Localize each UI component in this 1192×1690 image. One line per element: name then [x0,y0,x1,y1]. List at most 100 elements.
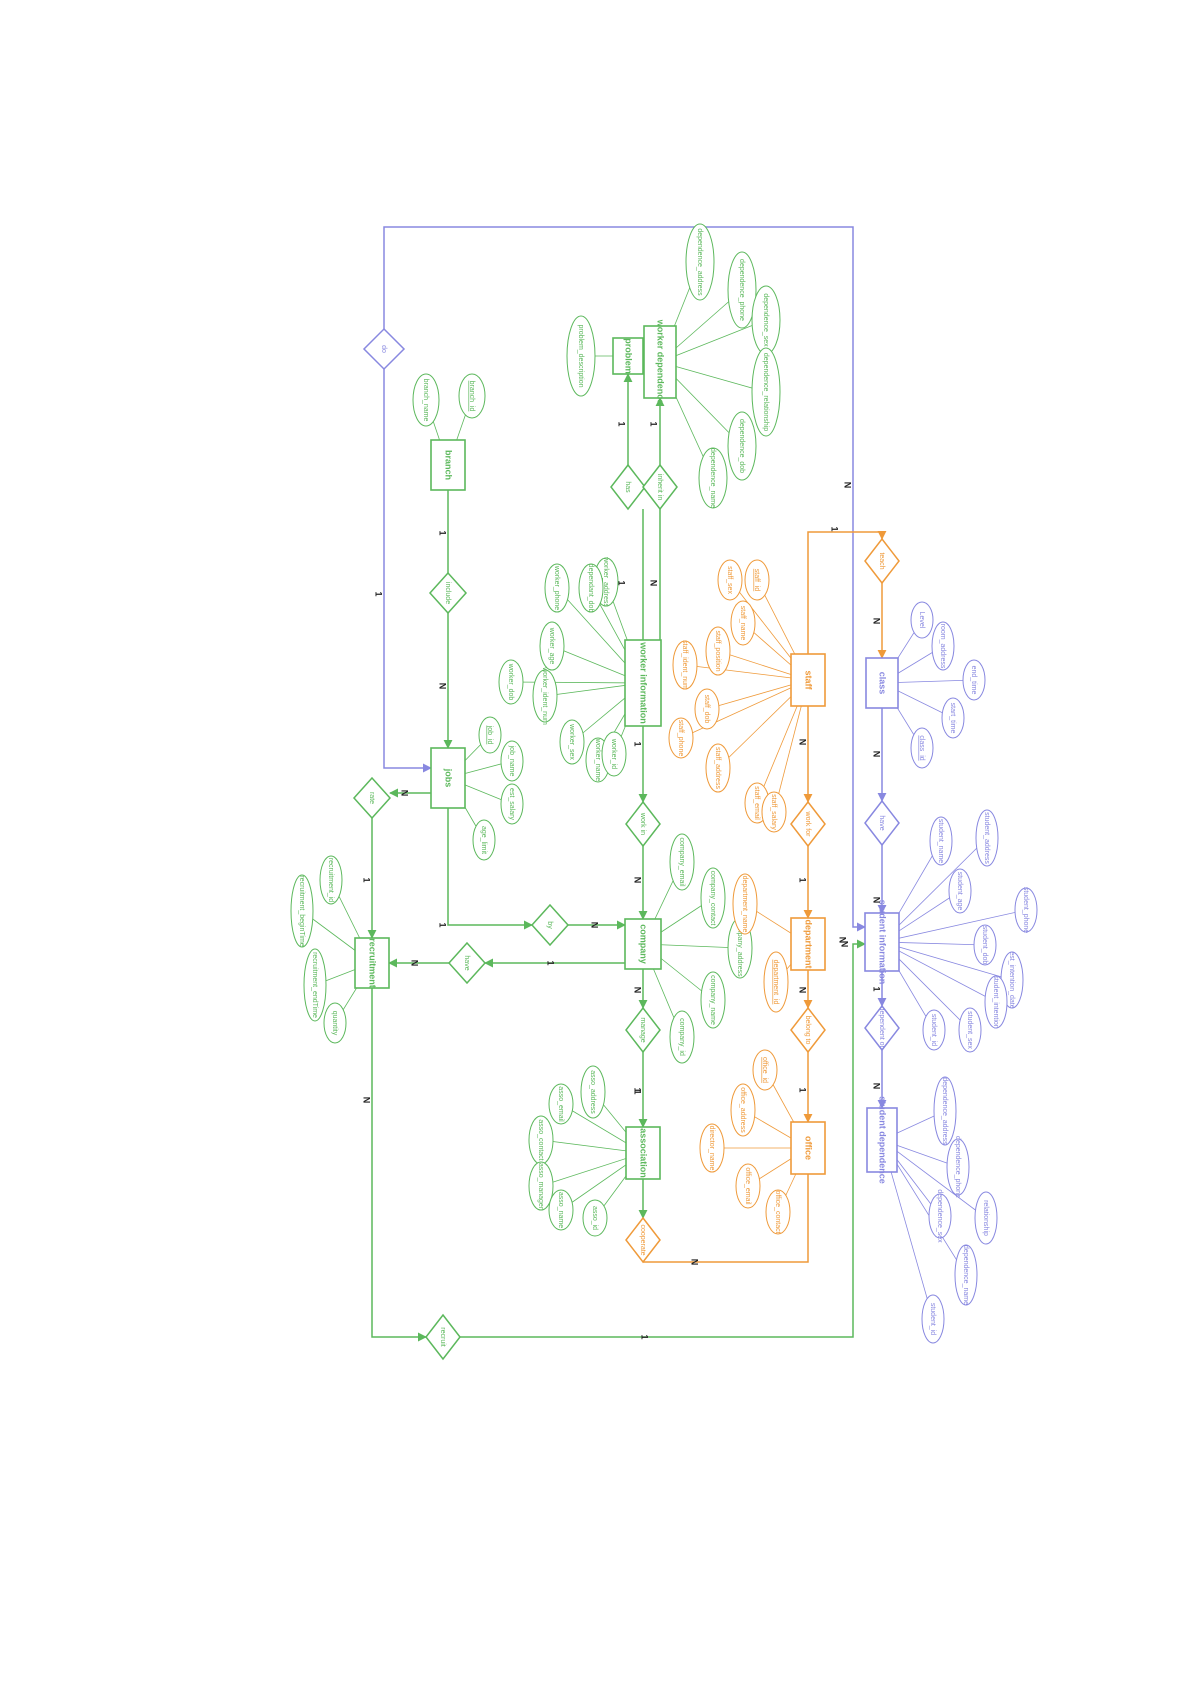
attribute-student-intention: student_intention [984,975,1008,1029]
connector-line [807,530,887,654]
attribute-class-id: class_id [910,727,934,769]
relationship-manage: manage [625,1006,661,1054]
relationship-include: include [428,571,468,615]
cardinality-label: 1 [798,877,808,882]
attribute-est-salary: est_salary [500,783,524,825]
entity-branch: branch [430,439,466,491]
attribute-label: worker_age [548,627,555,665]
entity-jobs: jobs [430,747,466,809]
entity-student-dependence: student dependence [866,1096,898,1184]
entity-label: office [804,1136,814,1160]
connector-line [383,369,432,773]
relationship-label: teach [878,552,885,569]
connector-line [447,808,533,930]
attribute-label: est_intention_date [1008,951,1015,1008]
cardinality-label: 1 [362,877,372,882]
relationship-label: work for [804,811,811,838]
cardinality-label: 1 [374,591,384,596]
relationship-label: by [546,921,553,929]
entity-label: student information [878,900,888,985]
attribute-label: student_id [930,1014,937,1046]
attribute-staff-address: staff_address [705,743,731,793]
attribute-dependence-address: dependence_address [933,1076,957,1146]
attribute-staff-position: staff_position [705,626,731,676]
entity-staff: staff [790,653,826,707]
attribute-label: director_name [708,1126,715,1171]
attribute-label: est_salary [508,788,515,820]
relationship-label: inherit in [656,474,663,501]
relationship-cooperate: cooperate [625,1216,661,1264]
attribute-student-name: student_name [929,816,953,866]
attribute-staff-sex: staff_sex [717,559,743,601]
attribute-connector [881,909,1027,943]
attribute-company-email: company_email [669,833,695,891]
attribute-worker-sex: worker_sex [559,719,585,765]
attribute-connector [684,664,809,681]
attribute-student-age: student_age [948,868,972,914]
cardinality-label: N [400,790,410,797]
attribute-label: dependence_address [941,1077,948,1145]
attribute-start-time: start_time [941,697,965,739]
attribute-branch-id: branch_id [458,373,486,419]
attribute-label: staff_sex [726,566,733,594]
entity-label: recruitment [368,938,378,988]
cardinality-label: N [590,922,600,929]
attribute-worker-id: worker_id [601,731,627,777]
attribute-label: quantity [331,1011,338,1036]
entity-label: worker dependence [656,319,666,405]
entity-label: association [639,1128,649,1178]
attribute-label: dependence_dob [738,419,745,473]
attribute-label: start_time [949,703,956,734]
connector-line [371,988,427,1342]
attribute-label: department_id [772,960,779,1005]
cardinality-label: N [872,618,882,625]
relationship-dependent-on: dependent on [864,1004,900,1052]
entity-class: class [865,657,899,709]
attribute-level: Level [910,601,934,639]
attribute-connector [881,1139,987,1219]
entity-association: association [625,1126,661,1180]
cardinality-label: N [649,580,659,587]
attribute-connector [659,319,767,363]
attribute-label: asso_contact [537,1119,544,1160]
relationship-label: belong to [804,1016,811,1045]
attribute-connector [659,361,767,393]
attribute-label: student_name [937,819,944,863]
entity-student-information: student information [864,900,900,985]
attribute-label: student_age [956,872,963,911]
attribute-label: office_id [761,1057,768,1083]
cardinality-label: 1 [640,1334,650,1339]
attribute-label: company_id [678,1018,685,1056]
attribute-label: worker_address [602,556,609,607]
entity-label: department [804,919,814,968]
attribute-label: company_contact [709,871,716,926]
attribute-dependence-address: dependence_address [685,223,715,301]
attribute-student-sex: student_sex [958,1007,982,1053]
attribute-worker-phone: worker_phone [544,563,570,613]
connector-line [643,1174,809,1263]
attribute-label: office_email [744,1167,751,1205]
cardinality-label: 1 [633,1087,643,1092]
attribute-label: student_address [983,812,990,864]
attribute-office-contact: office_contact [765,1189,791,1235]
relationship-label: cooperate [639,1224,646,1255]
relationship-by: by [530,903,570,947]
attribute-recruitment-endtime: recruitment_endTime [303,948,327,1022]
relationship-label: have [878,815,885,830]
cardinality-label: N [872,1083,882,1090]
relationship-label: include [444,582,451,604]
attribute-dependence-sex: dependence_sex [928,1189,952,1243]
cardinality-label: N [410,960,420,967]
cardinality-label: 1 [872,986,882,991]
cardinality-label: N [633,877,643,884]
attribute-label: student_intention [992,975,999,1028]
relationship-label: manage [639,1017,646,1042]
attribute-label: room_address [939,624,946,669]
attribute-label: class_id [918,735,925,760]
cardinality-label: 1 [617,421,627,426]
attribute-connector [510,681,644,684]
attribute-label: recruitment_beginTime [298,875,305,946]
cardinality-label: N [798,987,808,994]
attribute-label: recruitment_id [327,858,334,902]
attribute-asso-manager: asso_manager [528,1161,554,1211]
